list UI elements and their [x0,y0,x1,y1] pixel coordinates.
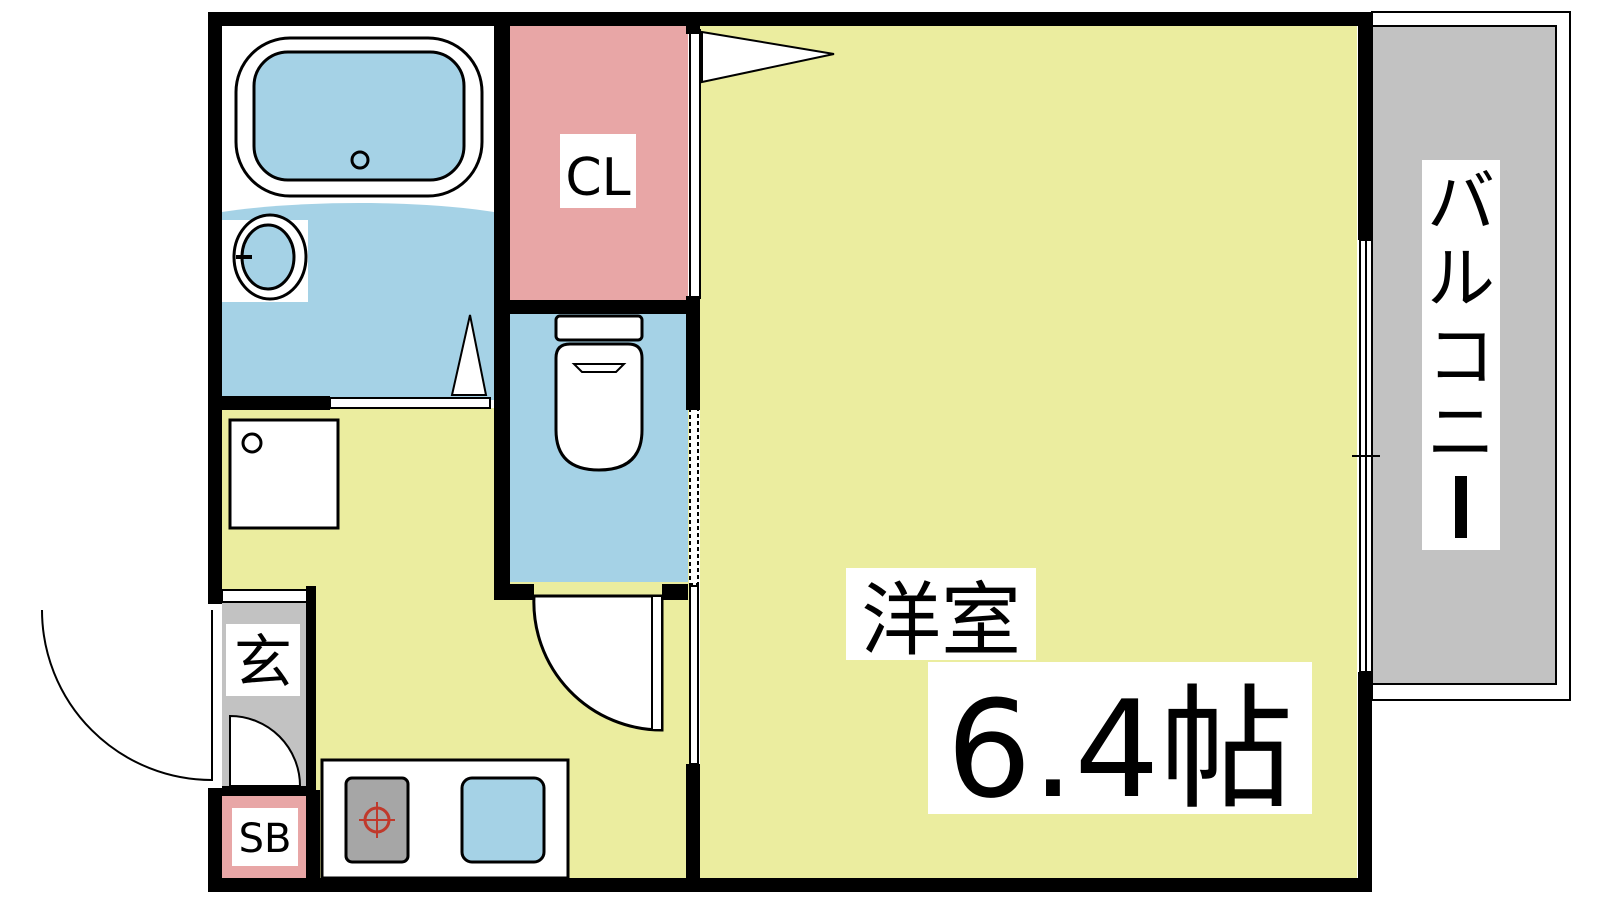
balcony-window [1352,239,1380,673]
balcony [1371,11,1571,701]
sink [460,776,546,864]
balcony-label-char: コ [1427,318,1495,397]
shoe-box-label: SB [239,816,292,862]
toilet-door [532,594,664,732]
closet-label-bg [560,134,636,208]
kitchen-counter [320,758,570,880]
room-name-bg [846,568,1036,660]
entrance-label: 玄 [234,628,292,696]
room-name: 洋室 [861,574,1021,667]
bathroom-door-sill [329,397,491,409]
sliding-door-kitchen [689,585,699,765]
sliding-door-toilet [689,407,699,585]
bathtub [234,36,484,198]
balcony-label-char: バ [1427,164,1495,243]
washer-space [228,418,340,530]
shoe-box-label-bg [232,808,298,866]
bathroom-door-swing [450,314,488,396]
balcony-label-char: ル [1427,240,1495,319]
room-size: 6.4帖 [946,672,1293,828]
closet-label: CL [565,148,630,208]
toilet [554,314,644,472]
balcony-label-char [1455,476,1467,538]
walls [208,12,1372,892]
entrance-step [221,589,315,603]
washbasin [222,203,494,302]
balcony-label-char: ニ [1427,394,1495,473]
room-door-frame [689,29,701,299]
room-door-swing [701,30,835,84]
balcony-label: バ ル コ ニ [1427,164,1495,538]
room-size-bg [928,662,1312,814]
entrance-door [41,609,302,787]
entrance-label-bg [226,624,300,696]
